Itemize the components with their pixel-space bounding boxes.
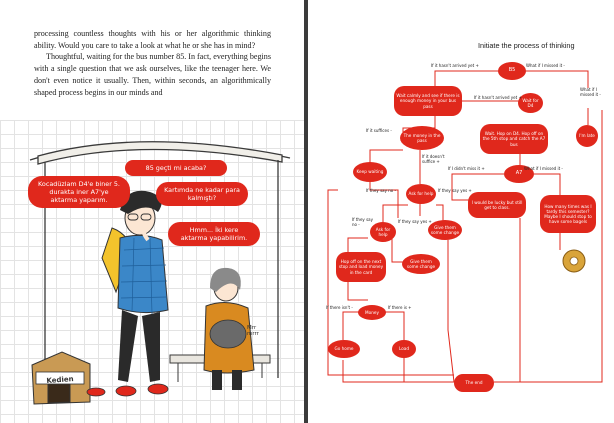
label-they-say-yes: If they say yes +	[438, 188, 472, 193]
node-late: I'm late	[576, 125, 598, 147]
left-page: processing countless thoughts with his o…	[0, 0, 304, 423]
label-what-if-missed-3: What if I missed it -	[524, 166, 563, 171]
cat-in-lap	[209, 319, 247, 349]
node-wait-for-d4: Wait for D4	[518, 93, 543, 113]
cat-bowl	[86, 387, 106, 397]
node-a7: A7	[504, 165, 534, 183]
label-what-if-missed: What if I missed it -	[526, 63, 565, 68]
flowchart-connectors	[327, 70, 603, 383]
node-wait-calmly: Wait calmly and see if there is enough m…	[394, 86, 462, 116]
label-they-say-yes-2: If they say yes +	[398, 219, 432, 224]
kennel	[31, 351, 91, 405]
speech-bubble-card-balance: Kartımda ne kadar para kalmıştı?	[156, 182, 248, 206]
bagel-icon	[562, 249, 586, 273]
label-suffices: If it suffices -	[366, 128, 392, 133]
node-lucky: I would be lucky but still get to class.	[468, 192, 526, 218]
label-doesnt-suffice: If it doesn't suffice +	[422, 154, 445, 164]
node-go-home: Go home	[328, 340, 360, 358]
node-keep-waiting: Keep waiting	[353, 162, 387, 182]
label-they-say-no: If they say no -	[366, 188, 396, 193]
label-there-isnt: If there isn't -	[326, 305, 353, 310]
right-page-flowchart: Initiate the process of thinking	[308, 0, 614, 423]
bus-stop-illustration	[29, 141, 291, 405]
node-load: Load	[392, 340, 416, 358]
node-ask-for-help: Ask for help	[406, 184, 436, 204]
teen-boy-figure	[101, 190, 169, 397]
label-didnt-miss: If I didn't miss it +	[448, 166, 485, 171]
node-money-in-pass: The money in the pass	[400, 126, 444, 150]
node-hop-off: Hop off on the next stop and load money …	[336, 252, 386, 282]
paragraph-2: Thoughtful, waiting for the bus number 8…	[34, 52, 272, 97]
label-what-if-missed-2: What if I missed it -	[580, 87, 601, 97]
node-give-change-2: Give them some change	[402, 254, 440, 274]
flowchart-title: Initiate the process of thinking	[478, 41, 575, 50]
label-hasnt-arrived-2: If it hasn't arrived yet +	[474, 95, 522, 100]
speech-bubble-transfer: Hmm... İki kere aktarma yapabilirim.	[168, 222, 260, 246]
node-b5: B5	[498, 62, 526, 80]
page-gutter	[304, 0, 308, 423]
label-hasnt-arrived: If it hasn't arrived yet +	[431, 63, 479, 68]
cat-sound-label: Mrr mrrr	[247, 325, 259, 337]
node-the-end: The end	[454, 374, 494, 392]
node-wait-hop-d4: Wait. Hop on D4. Hop off on the 5th stop…	[480, 124, 548, 154]
node-ask-for-help-2: Ask for help	[370, 222, 396, 242]
node-give-change-1: Give them some change	[428, 220, 462, 240]
label-there-is: If there is +	[388, 305, 412, 310]
speech-bubble-route: Kocadüzlam D4'e biner 5. durakta iner A7…	[28, 176, 130, 208]
speech-bubble-bus-85: 85 geçti mi acaba?	[125, 160, 227, 176]
plaid-shirt	[117, 234, 169, 314]
label-they-say-no-2: If they say no -	[352, 217, 373, 227]
body-text: processing countless thoughts with his o…	[34, 28, 271, 98]
grandma-figure	[203, 267, 255, 390]
node-how-many: How many times was I tardy this semester…	[540, 195, 596, 233]
paragraph-1: processing countless thoughts with his o…	[34, 29, 271, 50]
node-money: Money	[358, 305, 386, 320]
